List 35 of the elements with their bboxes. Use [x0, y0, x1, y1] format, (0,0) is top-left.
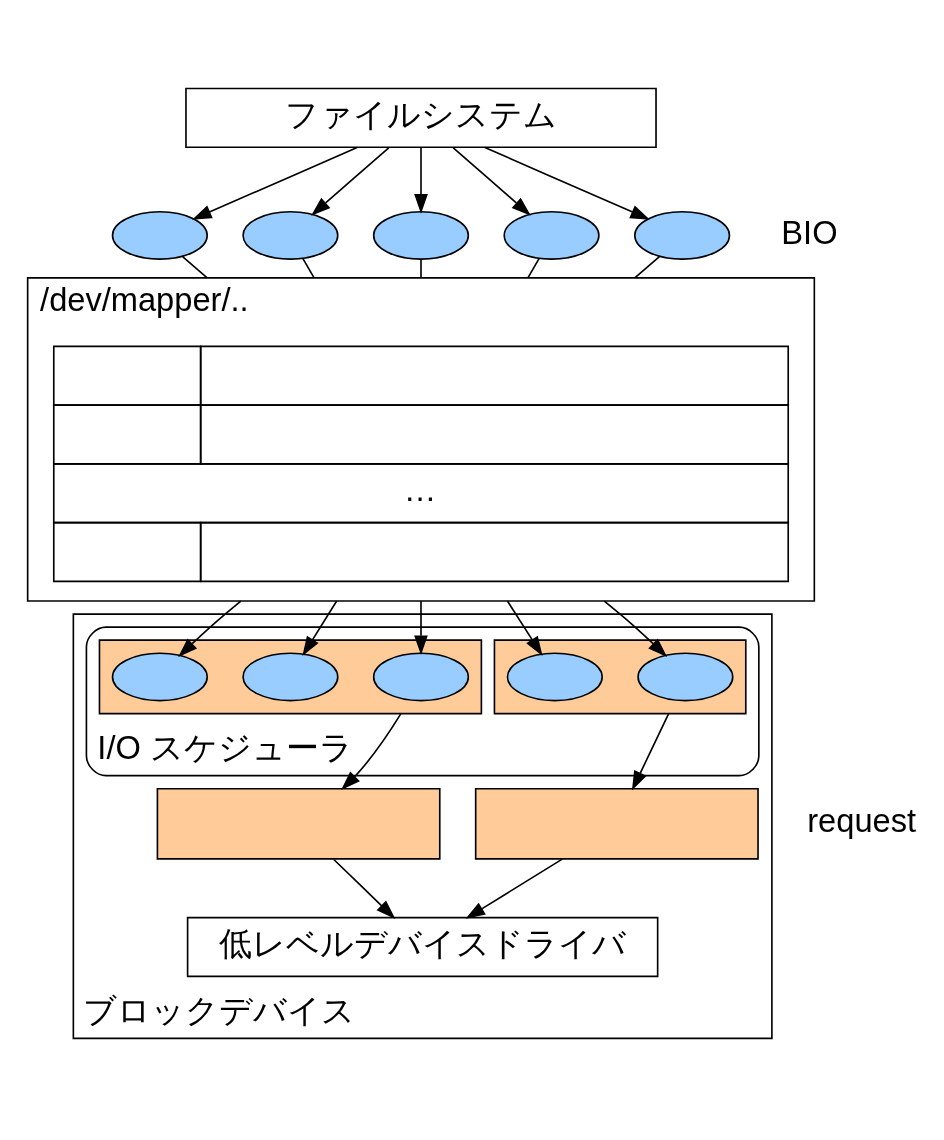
- node-ellipse: [372, 652, 470, 702]
- node-ellipse: [242, 652, 339, 702]
- node-ellipse: [637, 652, 734, 702]
- arrow: [465, 858, 564, 919]
- node-ellipse: [506, 652, 603, 702]
- arrow: [484, 146, 650, 220]
- arrow: [414, 600, 428, 656]
- arrow: [333, 858, 396, 920]
- label: request: [807, 801, 917, 839]
- arrow: [506, 600, 543, 657]
- node-ellipse: [372, 210, 470, 260]
- node-ellipse: [634, 210, 731, 260]
- node-box: 低レベルデバイスドライバ: [186, 916, 659, 978]
- arrow: [302, 600, 338, 657]
- node-box: [156, 787, 441, 860]
- connector: [634, 255, 661, 279]
- label: BIO: [781, 213, 838, 251]
- node-ellipse: [242, 210, 339, 260]
- node-box: [474, 787, 759, 860]
- node-box: ファイルシステム: [185, 87, 657, 149]
- arrow: [178, 600, 242, 658]
- arrow: [311, 146, 390, 216]
- arrow: [414, 146, 428, 214]
- arrow: [192, 146, 358, 220]
- arrow: [341, 712, 402, 791]
- arrow: [631, 712, 670, 791]
- node-ellipse: [111, 210, 208, 260]
- connector: [420, 258, 422, 279]
- connector: [181, 255, 208, 279]
- connector: [527, 257, 540, 279]
- node-ellipse: [503, 210, 600, 260]
- connector: [302, 257, 315, 279]
- arrow: [603, 600, 668, 658]
- node-ellipse: [111, 652, 208, 702]
- arrow: [452, 146, 531, 216]
